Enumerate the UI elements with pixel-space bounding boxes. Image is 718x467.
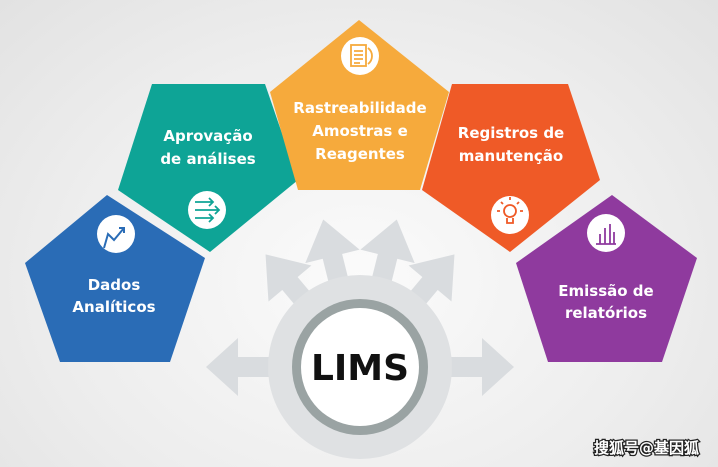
module-label: relatórios (565, 304, 647, 322)
module-emissao-relatorios[interactable]: Emissão de relatórios (516, 195, 697, 362)
module-label: Aprovação (163, 127, 252, 145)
module-label: Dados (88, 276, 141, 294)
trend-chart-icon (103, 227, 125, 249)
module-registros-manutencao[interactable]: Registros de manutenção (422, 84, 600, 252)
module-rastreabilidade[interactable]: Rastreabilidade Amostras e Reagentes (270, 20, 449, 190)
module-label: Registros de (458, 124, 564, 142)
module-aprovacao-analises[interactable]: Aprovação de análises (118, 84, 298, 252)
trend-chart-icon-bg (97, 215, 135, 253)
module-label: de análises (160, 150, 255, 168)
module-label: Reagentes (315, 145, 405, 163)
document-icon (350, 44, 373, 67)
watermark: 搜狐号@基因狐 (594, 439, 699, 457)
lims-label: LIMS (311, 348, 409, 389)
lightbulb-icon (497, 197, 523, 224)
module-label: Analíticos (72, 298, 155, 316)
arrows-flow-icon (195, 197, 221, 223)
module-label: Amostras e (312, 122, 408, 140)
bar-chart-icon (596, 224, 616, 245)
module-label: Emissão de (558, 282, 653, 300)
hub-center (301, 308, 419, 426)
module-label: Rastreabilidade (293, 99, 426, 117)
module-label: manutenção (459, 147, 563, 165)
module-dados-analiticos[interactable]: Dados Analíticos (25, 195, 205, 362)
